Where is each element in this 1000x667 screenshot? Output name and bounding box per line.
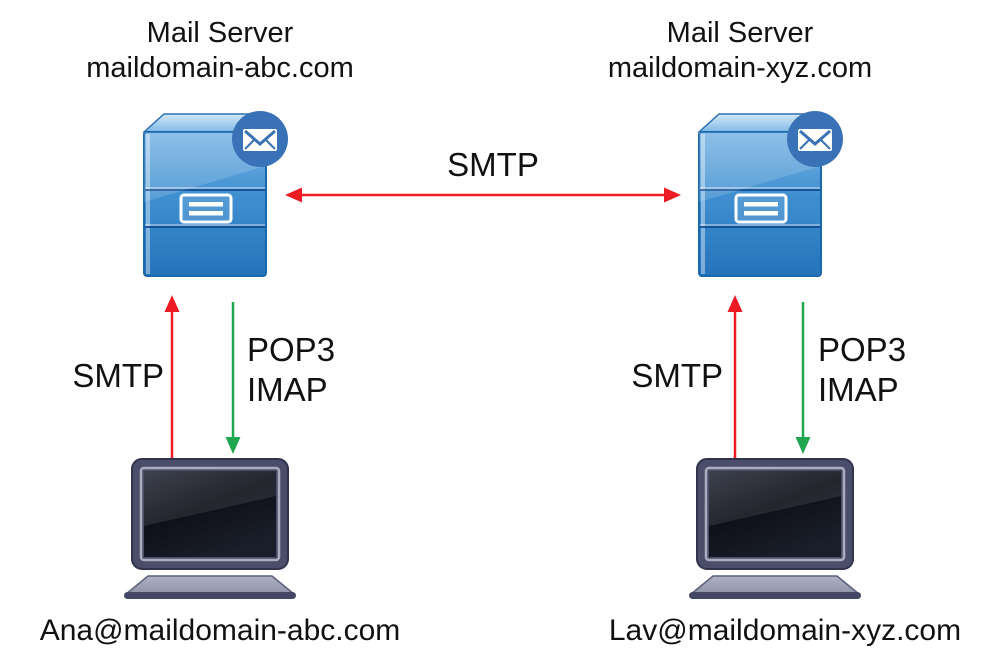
envelope-flap [799,129,831,146]
smtp-bidirectional-arrow [285,187,681,203]
left-pop3-line: POP3 [247,331,336,368]
left-server-title: Mail Server maildomain-abc.com [40,16,400,86]
laptop-bezel [139,466,281,562]
laptop-screen-gloss [144,471,276,526]
left-client-pop3-imap-label: POP3 IMAP [247,330,387,410]
server-panel-bar [744,211,778,216]
server-link-smtp-label: SMTP [447,146,539,183]
right-server-title-line1: Mail Server [666,17,814,49]
arrowhead-right [664,187,681,203]
envelope-fold [799,139,810,150]
left-pop3-imap-down-arrow [225,302,241,454]
mail-server-icon-left [142,111,288,277]
envelope-fold [820,139,831,150]
laptop-bezel [704,466,846,562]
arrowhead-up [727,295,743,312]
right-server-title: Mail Server maildomain-xyz.com [565,16,915,86]
right-client-address: Lav@maildomain-xyz.com [608,614,962,647]
left-server-title-line1: Mail Server [146,17,294,49]
arrowhead-left [285,187,302,203]
laptop-icon-left [123,458,297,599]
right-client-pop3-imap-label: POP3 IMAP [818,330,958,410]
right-client-smtp-label: SMTP [631,357,723,394]
envelope-icon [798,129,832,151]
envelope-fold [244,139,255,150]
laptop-screen [144,471,276,557]
server-panel [734,193,788,224]
laptop-screen-gloss [709,471,841,526]
laptop-screen [709,471,841,557]
server-panel [179,193,233,224]
left-client-smtp-label: SMTP [72,357,164,394]
laptop-base-edge [124,592,296,599]
server-panel-bar [744,202,778,207]
right-server-domain: maildomain-xyz.com [607,52,873,84]
left-client-address: Ana@maildomain-abc.com [39,614,401,647]
right-pop3-line: POP3 [818,331,907,368]
laptop-base [688,575,862,595]
mail-server-icon-right [697,111,843,277]
arrowhead-down [225,437,241,454]
envelope-fold [265,139,276,150]
server-panel-bar [189,211,223,216]
right-smtp-up-arrow [727,295,743,459]
left-imap-line: IMAP [247,371,328,408]
left-server-domain: maildomain-abc.com [86,52,354,84]
laptop-base [123,575,297,595]
server-left-highlight [146,134,150,274]
envelope-flap [244,129,276,146]
server-panel-bar [189,202,223,207]
arrowhead-down [795,437,811,454]
right-imap-line: IMAP [818,371,899,408]
envelope-icon [243,129,277,151]
laptop-icon-right [688,458,862,599]
laptop-base-edge [689,592,861,599]
right-pop3-imap-down-arrow [795,302,811,454]
left-smtp-up-arrow [164,295,180,459]
arrowhead-up [164,295,180,312]
server-left-highlight [701,134,705,274]
